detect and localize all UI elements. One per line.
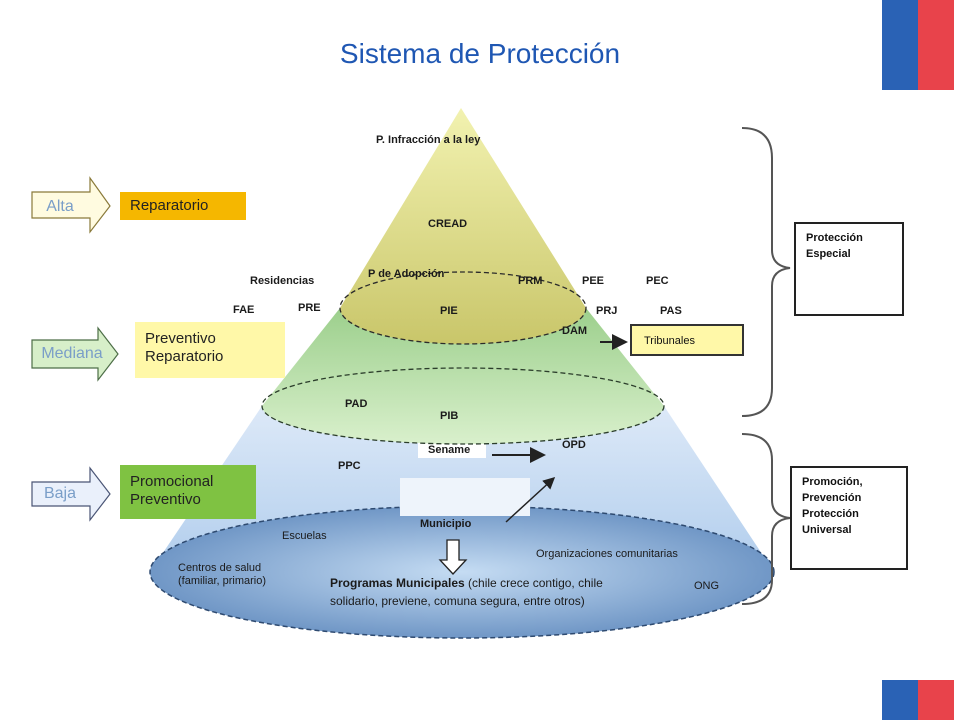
label-pre: PRE: [298, 302, 321, 314]
label-opd: OPD: [562, 439, 586, 451]
tier-high-edge: [339, 271, 587, 345]
label-dam: DAM: [562, 325, 588, 337]
label-pas: PAS: [660, 305, 682, 317]
slide-title: Sistema de Protección: [339, 38, 621, 69]
flag-logo-bottom: [882, 680, 954, 720]
label-p-adopcion: P de Adopción: [368, 268, 445, 280]
flag-red-stripe: [918, 0, 954, 90]
label-sename: Sename: [428, 444, 471, 456]
flag-blue-stripe: [882, 0, 918, 90]
function-line: Preventivo: [130, 491, 201, 508]
label-programas-line2: solidario, previene, comuna segura, entr…: [330, 594, 585, 608]
especial-line: Especial: [806, 248, 851, 260]
label-cread: CREAD: [428, 218, 468, 230]
label-escuelas: Escuelas: [282, 530, 327, 542]
label-fae: FAE: [233, 304, 255, 316]
arrow-municipio-to-opd: [505, 476, 556, 523]
universal-line: Protección: [802, 508, 859, 520]
function-box-baja: Promocional Preventivo: [120, 465, 256, 519]
label-ppc: PPC: [338, 460, 361, 472]
label-residencias: Residencias: [250, 275, 315, 287]
flag-blue-stripe: [882, 680, 918, 720]
flag-logo-top: [882, 0, 954, 90]
label-organizaciones: Organizaciones comunitarias: [536, 548, 678, 560]
universal-line: Universal: [802, 524, 852, 536]
label-pee: PEE: [582, 275, 605, 287]
arrow-alta: [31, 176, 111, 234]
tribunales-label: Tribunales: [644, 335, 695, 347]
label-ong: ONG: [694, 580, 720, 592]
arrow-baja: [31, 466, 111, 522]
function-line: Reparatorio: [130, 197, 209, 214]
tier-mid: [262, 308, 664, 444]
universal-line: Promoción,: [802, 476, 863, 488]
programas-desc: (chile crece contigo, chile: [464, 576, 603, 590]
function-line: Promocional: [130, 473, 214, 490]
brace-especial: [741, 127, 791, 417]
arrow-mediana: [31, 326, 119, 382]
universal-line: Prevención: [802, 492, 862, 504]
level-label-alta: Alta: [46, 198, 74, 215]
tribunales-box: Tribunales: [630, 324, 744, 356]
flag-red-stripe: [918, 680, 954, 720]
level-label-mediana: Mediana: [41, 345, 103, 362]
label-prj: PRJ: [596, 305, 618, 317]
function-box-mediana: Preventivo Reparatorio: [135, 322, 285, 378]
label-pib: PIB: [440, 410, 459, 422]
label-centros-salud-sub: (familiar, primario): [178, 575, 267, 587]
function-line: Preventivo: [145, 330, 216, 347]
label-centros-salud: Centros de salud: [178, 562, 262, 574]
label-programas-municipales: Programas Municipales (chile crece conti…: [330, 576, 603, 590]
label-infraccion-ley: P. Infracción a la ley: [376, 134, 481, 146]
label-pad: PAD: [345, 398, 368, 410]
function-box-alta: Reparatorio: [120, 192, 246, 220]
box-promocion-universal: Promoción, Prevención Protección Univers…: [790, 466, 908, 570]
arrow-municipio-down: [438, 539, 468, 575]
label-pie: PIE: [440, 305, 458, 317]
label-municipio: Municipio: [420, 518, 472, 530]
level-label-baja: Baja: [43, 485, 77, 502]
label-prm: PRM: [518, 275, 543, 287]
programas-title: Programas Municipales: [330, 576, 465, 590]
tier-mid-edge: [261, 367, 665, 445]
label-pec: PEC: [646, 275, 669, 287]
function-line: Reparatorio: [145, 348, 224, 365]
especial-line: Protección: [806, 232, 863, 244]
box-proteccion-especial: Protección Especial: [794, 222, 904, 316]
tier-high: [340, 108, 586, 344]
